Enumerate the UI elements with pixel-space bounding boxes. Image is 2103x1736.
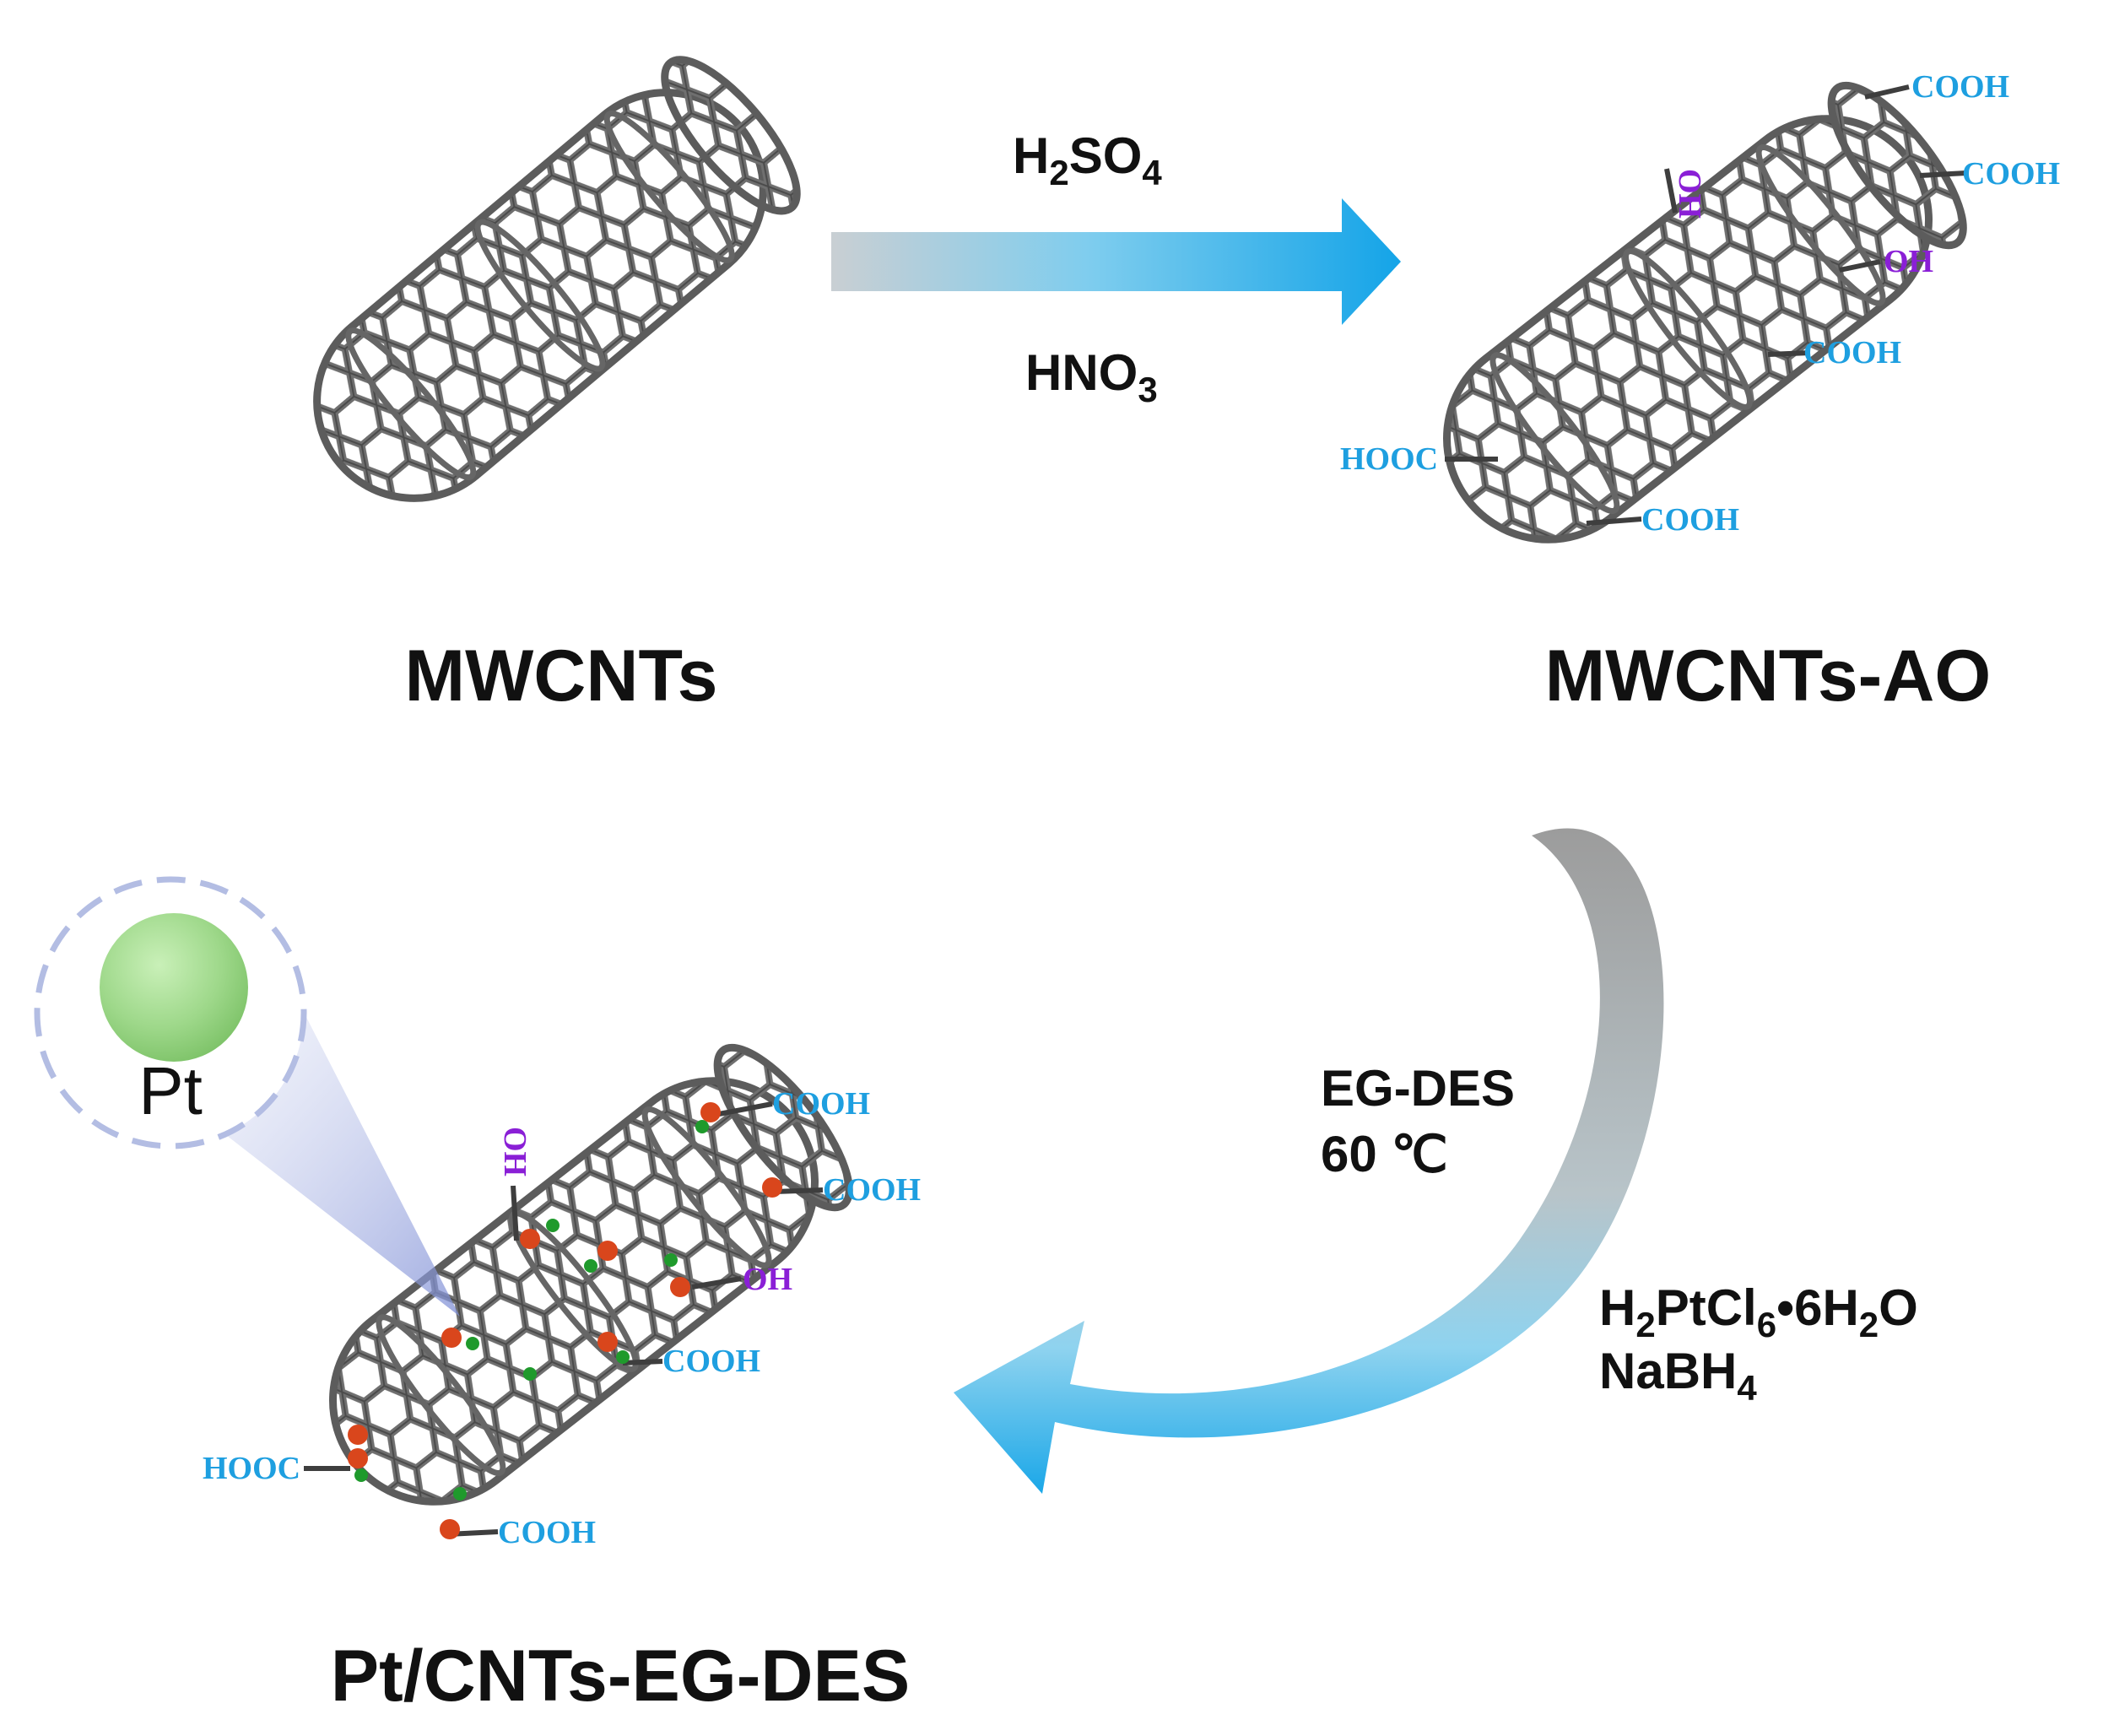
pt-nanoparticles [348,1102,782,1539]
reduction-arrow [954,828,1664,1494]
cooh-label: COOH [1803,335,1901,370]
hooc-label: HOOC [1340,441,1438,477]
reagent-h2so4: H2SO4 [1013,127,1162,192]
mwcnt-ao-tube [1443,81,1967,544]
cooh-label: COOH [1911,69,2009,105]
oh-label: OH [1884,244,1933,279]
oxidation-arrow [831,198,1401,325]
mwcnts-label: MWCNTs [404,635,717,717]
oh-label: OH [1672,169,1707,219]
eg-des-label: EG-DES [1321,1060,1515,1117]
pt-groups: COOH COOH OH COOH HOOC COOH OH [203,1086,921,1550]
cooh-label: COOH [498,1515,596,1550]
pt-sphere [100,913,248,1062]
cooh-label: COOH [823,1172,921,1208]
cooh-label: COOH [1962,156,2060,192]
mwcnts-ao-label: MWCNTs-AO [1545,635,1992,717]
cooh-label: COOH [772,1086,870,1122]
reagent-h2ptcl6: H2PtCl6•6H2O [1599,1279,1918,1344]
oh-label: OH [497,1127,533,1176]
reagent-nabh4: NaBH4 [1599,1343,1757,1408]
reagent-hno3: HNO3 [1025,344,1158,409]
functional-group-bonds-ao [1445,84,1967,526]
oh-label: OH [743,1262,792,1297]
temperature-label: 60 ℃ [1321,1126,1448,1182]
hooc-label: HOOC [203,1451,300,1486]
product-label: Pt/CNTs-EG-DES [331,1636,910,1717]
cooh-label: COOH [662,1344,760,1379]
mwcnt-tube [313,56,801,502]
pt-label: Pt [138,1053,203,1128]
cooh-label: COOH [1641,502,1739,538]
ao-groups: COOH COOH OH COOH HOOC COOH OH [1340,69,2060,538]
